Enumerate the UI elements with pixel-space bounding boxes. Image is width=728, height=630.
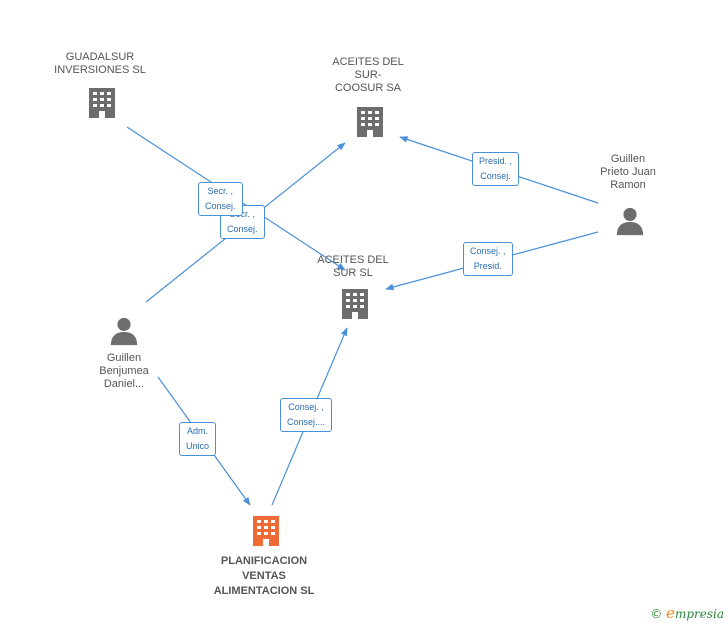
node-label-planificacion[interactable]: PLANIFICACION VENTAS ALIMENTACION SL [213, 555, 315, 597]
node-label-aceites-sur[interactable]: ACEITES DEL SUR SL [317, 254, 389, 279]
brand-initial: e [666, 604, 675, 622]
edge-label-consej-presid[interactable]: Consej. , Presid. [463, 242, 513, 276]
node-label-aceites-coosur[interactable]: ACEITES DEL SUR- COOSUR SA [332, 56, 404, 94]
node-label-guillen-benjumea[interactable]: Guillen Benjumea Daniel... [99, 352, 149, 390]
edge-label-presid-consej[interactable]: Presid. , Consej. [472, 152, 520, 186]
aceites-sur-building-icon[interactable] [342, 289, 368, 319]
brand-watermark: © empresia [650, 604, 724, 622]
node-label-guadalsur[interactable]: GUADALSUR INVERSIONES SL [54, 51, 146, 76]
prieto-person-icon[interactable] [616, 207, 644, 236]
benjumea-person-icon[interactable] [110, 317, 138, 346]
brand-name: mpresia [674, 607, 724, 621]
copyright-icon: © [650, 607, 663, 621]
node-label-guillen-prieto[interactable]: Guillen Prieto Juan Ramon [600, 153, 656, 191]
edge-label-adm-unico[interactable]: Adm. Unico [179, 422, 217, 456]
edge-label-secr-consej-1[interactable]: Secr. , Consej. [198, 182, 243, 216]
planificacion-building-icon[interactable] [253, 516, 279, 546]
guadalsur-building-icon[interactable] [89, 88, 115, 118]
edge-label-consej-consej[interactable]: Consej. , Consej.... [280, 398, 333, 432]
coosur-building-icon[interactable] [357, 107, 383, 137]
